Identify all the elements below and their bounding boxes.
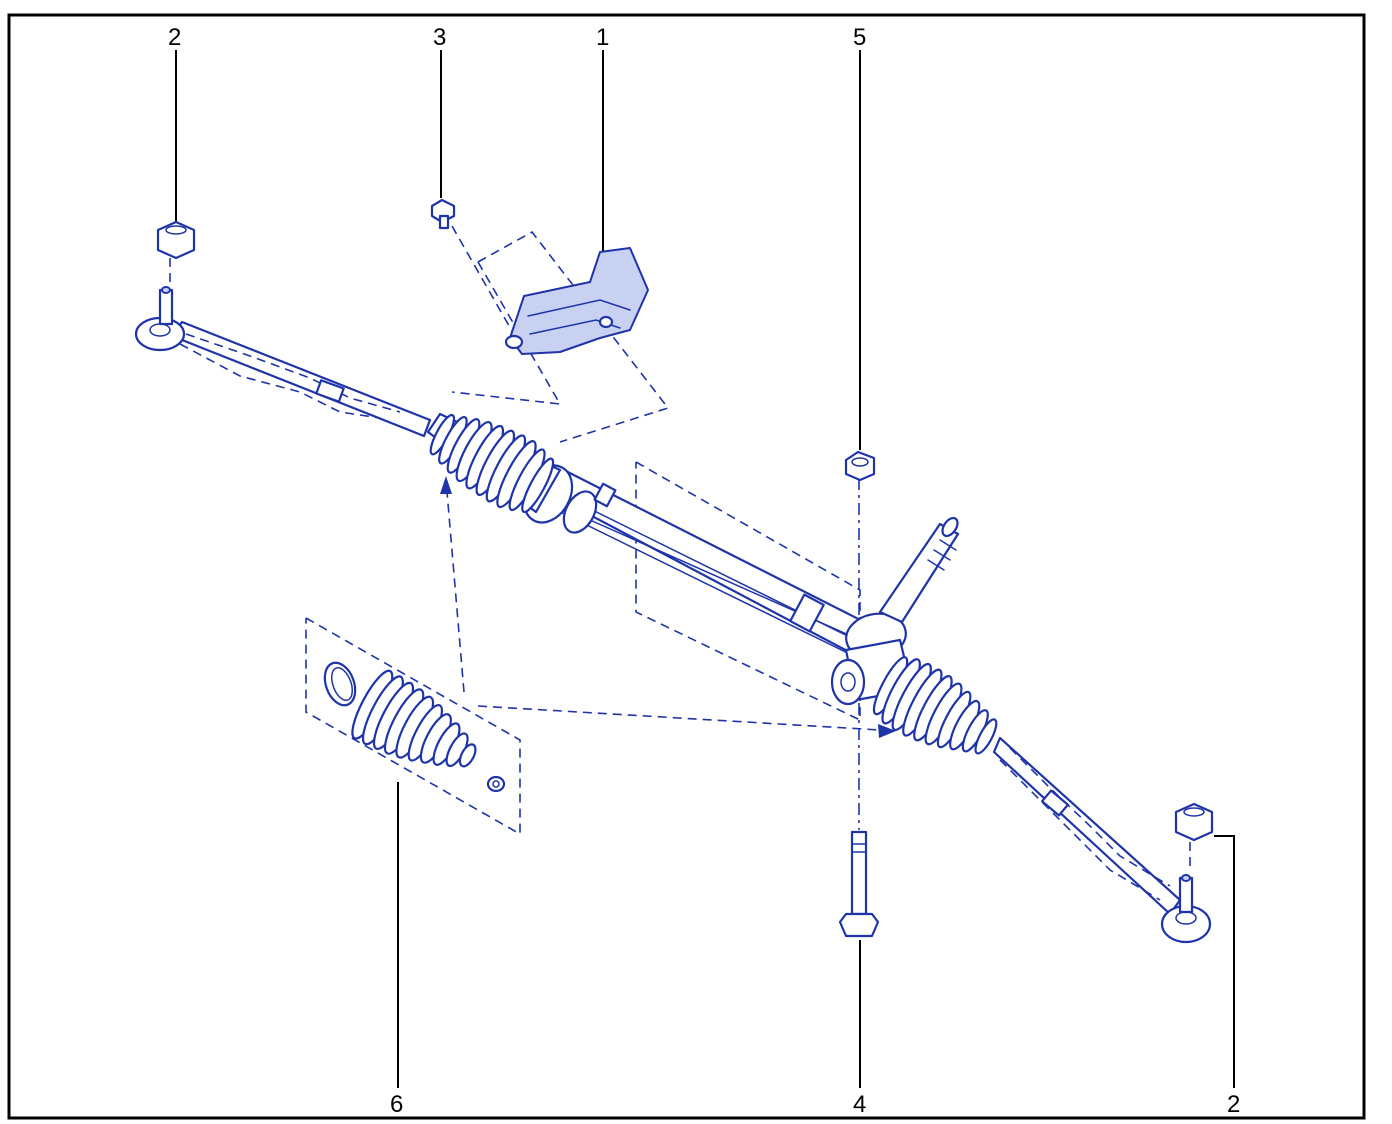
leader-lines bbox=[175, 50, 1235, 1088]
boot-bellows bbox=[351, 669, 477, 768]
guide-mount-box bbox=[635, 461, 861, 722]
callout-2-left: 2 bbox=[168, 24, 181, 51]
rack-housing bbox=[518, 460, 960, 706]
right-boot-installed bbox=[872, 656, 998, 755]
shield-tab-left bbox=[504, 334, 524, 350]
callout-4: 4 bbox=[853, 1091, 866, 1118]
right-tie-rod-nut bbox=[1174, 802, 1214, 842]
arrow-right-boot bbox=[878, 724, 896, 738]
callout-2-right: 2 bbox=[1227, 1091, 1240, 1118]
right-tie-rod bbox=[992, 736, 1214, 944]
callout-5: 5 bbox=[853, 24, 866, 51]
boot-clamp-large bbox=[323, 661, 357, 707]
callout-labels: 2 3 1 5 6 4 2 bbox=[168, 24, 1240, 1118]
heat-shield bbox=[504, 247, 649, 355]
guide-bolt-3 bbox=[451, 225, 521, 346]
housing-bracket bbox=[789, 593, 825, 633]
callout-1: 1 bbox=[596, 24, 609, 51]
right-inner-rod bbox=[992, 736, 1182, 916]
right-ball-stud bbox=[1178, 876, 1194, 914]
left-tie-rod-nut bbox=[156, 220, 196, 260]
left-ball-stud bbox=[158, 288, 174, 326]
left-inner-rod bbox=[170, 320, 432, 438]
boot-kit bbox=[323, 661, 506, 793]
shield-tab-right bbox=[598, 315, 614, 329]
mount-bolt bbox=[838, 830, 880, 938]
arrow-left-boot bbox=[440, 476, 452, 494]
callout-6: 6 bbox=[390, 1091, 403, 1118]
left-boot-installed bbox=[426, 412, 562, 514]
guide-boot-box bbox=[305, 617, 521, 836]
mount-nut bbox=[844, 450, 876, 482]
diagram-frame bbox=[7, 13, 1366, 1120]
left-tie-rod bbox=[134, 220, 432, 438]
leader-2-right bbox=[1214, 835, 1235, 1088]
guide-boot-right bbox=[477, 705, 881, 731]
input-shaft bbox=[878, 522, 960, 624]
mount-boss bbox=[830, 658, 866, 706]
shield-bolt bbox=[430, 198, 456, 230]
callout-3: 3 bbox=[433, 24, 446, 51]
guide-boot-left bbox=[445, 479, 465, 693]
boot-clamp-small bbox=[486, 775, 506, 793]
